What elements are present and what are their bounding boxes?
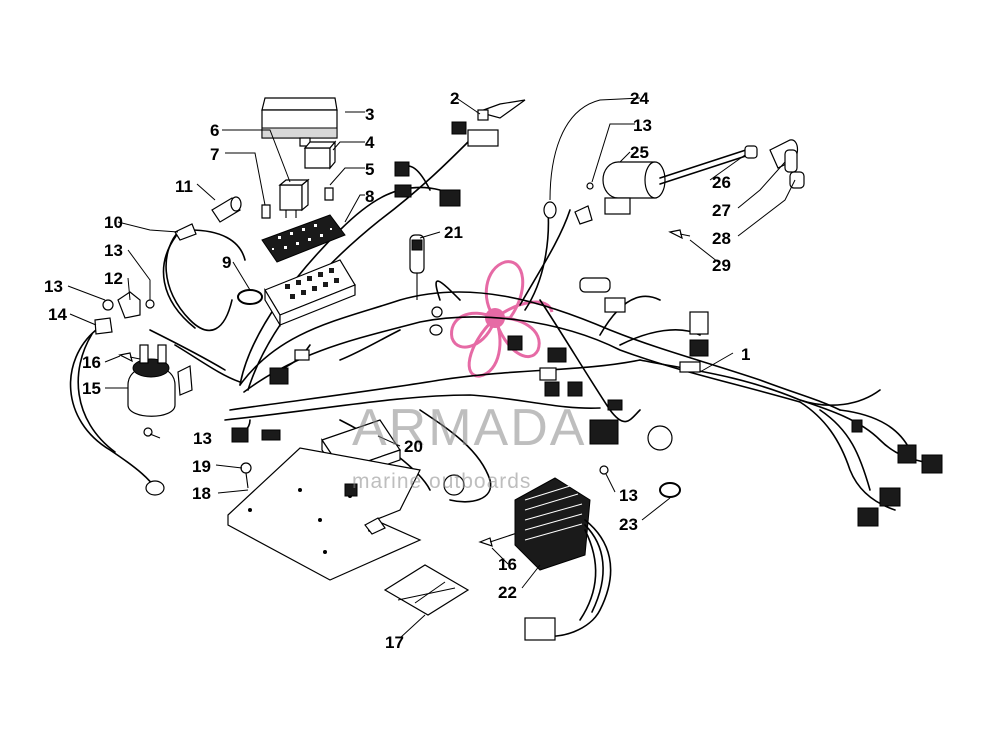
- callout-29: 29: [712, 256, 731, 275]
- callout-24: 24: [630, 89, 649, 108]
- callout-25: 25: [630, 143, 649, 162]
- screws: [102, 182, 691, 547]
- callout-1: 1: [741, 345, 750, 364]
- callout-13-regulator: 13: [619, 486, 638, 505]
- fuse: [324, 187, 334, 201]
- callout-5: 5: [365, 160, 374, 179]
- watermark-subtitle: marine outboards: [352, 470, 531, 493]
- boot: [117, 291, 141, 319]
- decal: [383, 564, 470, 616]
- callout-6: 6: [210, 121, 219, 140]
- callout-11: 11: [175, 177, 193, 196]
- callout-20: 20: [404, 437, 423, 456]
- cable-terminal: [174, 223, 197, 241]
- callout-13-top: 13: [104, 241, 123, 260]
- callout-19: 19: [192, 457, 211, 476]
- callout-8: 8: [365, 187, 374, 206]
- callout-13-left: 13: [44, 277, 63, 296]
- callout-17: 17: [385, 633, 404, 652]
- callout-16-regulator: 16: [498, 555, 517, 574]
- clamp: [237, 289, 263, 305]
- watermark-title: ARMADA: [352, 399, 586, 457]
- relay: [303, 140, 337, 170]
- ignition-key: [476, 99, 526, 121]
- callout-10: 10: [104, 213, 123, 232]
- callout-3: 3: [365, 105, 374, 124]
- callout-28: 28: [712, 229, 731, 248]
- ring-terminal-14: [145, 480, 165, 496]
- mounting-plate: [227, 447, 422, 581]
- ring-terminals: [429, 201, 593, 336]
- spark-plug-parts: [744, 139, 805, 189]
- callout-2: 2: [450, 89, 459, 108]
- clip-ring: [659, 482, 681, 498]
- sensor: [409, 234, 425, 300]
- callout-22: 22: [498, 583, 517, 602]
- circuit-board: [261, 214, 346, 263]
- leader-lines: [67, 96, 796, 639]
- callout-labels: 1 2 3 4 5 6 7 8 9 10 11 12 13 13 13 13 1…: [44, 89, 750, 652]
- harness-connectors: [231, 277, 943, 527]
- callout-23: 23: [619, 515, 638, 534]
- starter-solenoid: [94, 317, 193, 417]
- callout-9: 9: [222, 253, 231, 272]
- callout-12: 12: [104, 269, 123, 288]
- terminal-boot: [211, 196, 242, 223]
- callout-16-solenoid: 16: [82, 353, 101, 372]
- voltage-regulator: [514, 477, 612, 641]
- callout-14: 14: [48, 305, 67, 324]
- callout-13-coil: 13: [633, 116, 652, 135]
- callout-21: 21: [444, 223, 463, 242]
- fuse-block: [264, 259, 356, 328]
- top-connectors: [394, 121, 499, 207]
- relays-6-7: [261, 178, 310, 219]
- callout-15: 15: [82, 379, 101, 398]
- callout-26: 26: [712, 173, 731, 192]
- fuse-box-cover: [261, 97, 338, 147]
- battery-cables: [69, 229, 246, 489]
- callout-27: 27: [712, 201, 731, 220]
- callout-13-bottom: 13: [193, 429, 212, 448]
- callout-7: 7: [210, 145, 219, 164]
- callout-4: 4: [365, 133, 375, 152]
- callout-18: 18: [192, 484, 211, 503]
